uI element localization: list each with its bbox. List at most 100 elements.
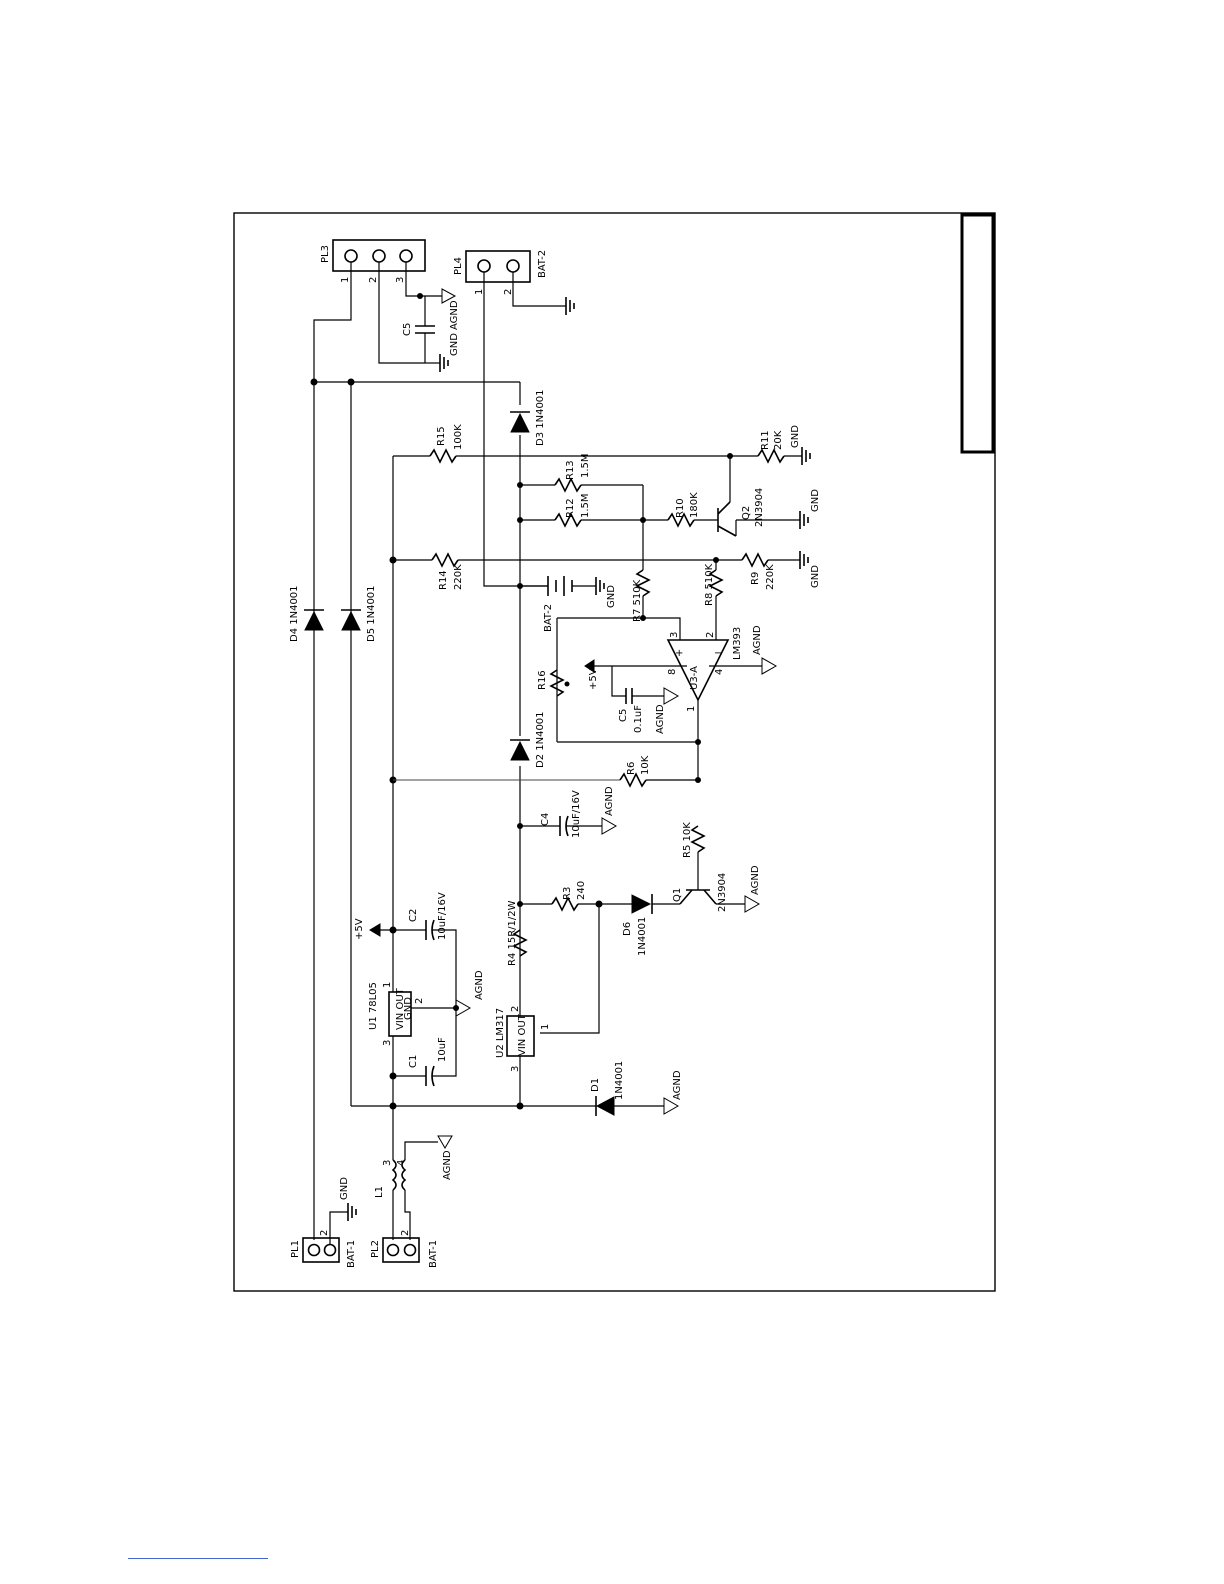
agnd-label-pl3: AGND xyxy=(449,300,460,330)
agnd-label-l1: AGND xyxy=(442,1150,453,1180)
gnd-symbol-pl4 xyxy=(565,297,575,315)
pl3-label: PL3 xyxy=(320,245,331,263)
resistor-r10 xyxy=(667,512,695,528)
pl4-pin2: 2 xyxy=(503,289,514,295)
pl2-pin2: 2 xyxy=(400,1230,411,1236)
u1-gnd-label: GND xyxy=(403,997,414,1020)
r11-value: 20K xyxy=(773,430,784,450)
gnd-symbol-q2 xyxy=(799,511,809,529)
bat2-top-label: BAT-2 xyxy=(537,250,548,278)
c4-label: C4 xyxy=(540,813,551,826)
bat1-label-a: BAT-1 xyxy=(346,1240,357,1268)
r15-label: R15 xyxy=(436,426,447,446)
wire-pl4-pin2 xyxy=(512,272,566,307)
u2-pin2: 2 xyxy=(510,1006,521,1012)
regulator-u2 xyxy=(506,1015,535,1057)
l1-pin3: 3 xyxy=(382,1160,393,1166)
battery-bat2 xyxy=(547,576,573,596)
pl3-pin1: 1 xyxy=(340,277,351,283)
l1-pin4: 4 xyxy=(396,1160,407,1166)
resistor-r16 xyxy=(549,669,565,697)
resistor-r13 xyxy=(554,477,582,493)
junction xyxy=(310,378,318,386)
resistor-r8 xyxy=(708,569,724,597)
resistor-r12 xyxy=(554,512,582,528)
gnd-label-r11: GND xyxy=(790,425,801,448)
u2-pin3: 3 xyxy=(510,1066,521,1072)
u1-pin1: 1 xyxy=(382,982,393,988)
connector-pl1 xyxy=(302,1237,340,1263)
junction xyxy=(417,293,423,299)
r13-label: R13 xyxy=(565,460,576,480)
u1-pins-label: VIN OUT xyxy=(395,987,406,1030)
u1-label: U1 78L05 xyxy=(368,982,379,1030)
wire-pl3-pin1 xyxy=(313,262,352,1240)
wire-opamp-pos xyxy=(557,617,681,640)
r6-label: R6 xyxy=(626,762,637,775)
resistor-r4 xyxy=(512,929,528,957)
c1-value: 10uF xyxy=(437,1037,448,1062)
c4-value: 10uF/16V xyxy=(571,790,582,838)
c1-label: C1 xyxy=(408,1055,419,1068)
opamp-plus-sign: + xyxy=(675,648,683,659)
d4-label: D4 1N4001 xyxy=(289,585,300,642)
c5b-label: C5 xyxy=(402,323,413,336)
opamp-u3a xyxy=(666,639,730,702)
d6-label: D6 xyxy=(622,922,633,936)
resistor-r3 xyxy=(551,896,579,912)
resistor-r15 xyxy=(429,448,457,464)
agnd-label-opamp: AGND xyxy=(752,625,763,655)
d5-label: D5 1N4001 xyxy=(366,585,377,642)
gnd-label-r9: GND xyxy=(810,565,821,588)
r16-wiper-dot xyxy=(564,681,570,687)
footer-link-underline[interactable] xyxy=(128,1558,268,1559)
r9-label: R9 xyxy=(750,572,761,585)
r10-label: R10 xyxy=(675,498,686,518)
resistor-r7 xyxy=(635,569,651,597)
drawing-border xyxy=(233,212,996,1292)
q2-value: 2N3904 xyxy=(754,488,765,527)
pl1-pin2: 2 xyxy=(319,1230,330,1236)
r8-label: R8 510K xyxy=(704,563,715,606)
d6-value: 1N4001 xyxy=(637,917,648,956)
agnd-symbol-q1 xyxy=(744,895,761,913)
d1-label: D1 xyxy=(590,1078,601,1092)
r14-value: 220K xyxy=(453,564,464,590)
diode-d2 xyxy=(510,736,530,766)
d1-value: 1N4001 xyxy=(614,1061,625,1100)
wire-l1-down xyxy=(404,1190,411,1240)
l1-label: L1 xyxy=(374,1186,385,1198)
transistor-q1 xyxy=(679,880,745,905)
agnd-symbol-d1 xyxy=(663,1097,680,1115)
plus5v-arrow-opamp xyxy=(584,659,595,673)
r14-label: R14 xyxy=(438,570,449,590)
opamp-pin3: 3 xyxy=(669,632,680,638)
opamp-pin2: 2 xyxy=(705,632,716,638)
r5-label: R5 10K xyxy=(682,822,693,858)
plus5v-arrow xyxy=(369,923,381,937)
junction xyxy=(695,777,701,783)
r7-label: R7 510K xyxy=(632,579,643,622)
r12-value: 1.5M xyxy=(580,493,591,518)
d3-label: D3 1N4001 xyxy=(535,389,546,446)
d2-label: D2 1N4001 xyxy=(535,711,546,768)
agnd-label-c4: AGND xyxy=(604,786,615,816)
r3-value: 240 xyxy=(576,881,587,900)
r9-value: 220K xyxy=(765,564,776,590)
plus5v-label: +5V xyxy=(354,918,365,940)
wire-r3-adj xyxy=(540,904,600,1034)
u2-pins-label: VIN OUT xyxy=(517,1013,528,1056)
plus5v-label-opamp: +5V xyxy=(588,668,599,690)
title-block xyxy=(960,213,995,454)
u1-pin3: 3 xyxy=(382,1040,393,1046)
gnd-symbol-pl3 xyxy=(425,354,449,372)
wire-pl3-pin2 xyxy=(378,262,425,364)
r12-label: R12 xyxy=(565,498,576,518)
opamp-pin4: 4 xyxy=(714,669,725,675)
transistor-q2 xyxy=(717,456,800,537)
agnd-label-q1: AGND xyxy=(750,865,761,895)
gnd-label-bat2: GND xyxy=(606,585,617,608)
r4-label: R4 15R/1/2W xyxy=(507,900,518,966)
c5-label: C5 xyxy=(618,709,629,722)
